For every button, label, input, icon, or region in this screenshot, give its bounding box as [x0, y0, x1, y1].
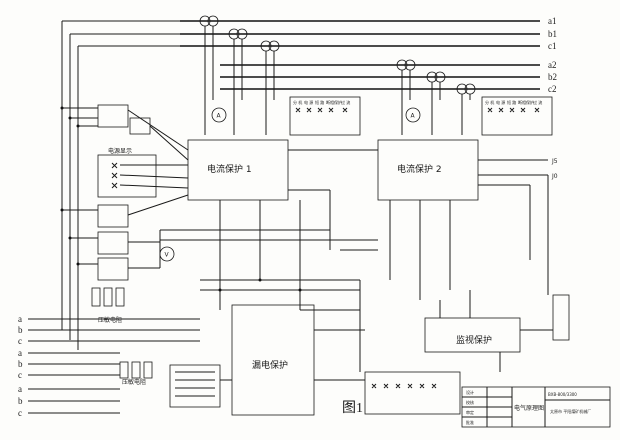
- title-block-approve: 批准: [466, 419, 474, 425]
- svg-text:过 流: 过 流: [533, 99, 542, 105]
- module-1-title: 电流保护 1: [207, 163, 252, 175]
- left-bottom-lines: [28, 318, 200, 414]
- top-bus-lines: [61, 20, 540, 350]
- bus-label-c1: c1: [548, 41, 557, 51]
- left-bus-labels: a b c a b c a b c: [18, 314, 23, 418]
- ammeter-1-icon: [211, 107, 227, 123]
- bottom-indicator-panel: [364, 371, 461, 415]
- bus-label-a2: a2: [548, 60, 557, 70]
- title-block-code: BXB-800/3300: [548, 392, 577, 397]
- svg-text:a: a: [18, 384, 22, 394]
- module-1-indicator-labels: 分 机 电 源 短 路 断相保护 过 流: [293, 99, 350, 105]
- terminal-j0: J0: [551, 173, 558, 180]
- svg-text:电 源: 电 源: [496, 99, 505, 105]
- svg-text:短 路: 短 路: [315, 99, 324, 105]
- svg-text:b: b: [18, 325, 23, 335]
- title-block-review: 审定: [466, 409, 474, 415]
- module-1-led-icons: [295, 107, 348, 113]
- terminal-j5: J5: [551, 158, 558, 165]
- ammeter-2-icon: [405, 107, 421, 123]
- svg-text:c: c: [18, 336, 22, 346]
- varistor-2: [119, 361, 153, 379]
- figure-label: 图1: [342, 401, 363, 416]
- svg-text:断相保护: 断相保护: [518, 99, 534, 105]
- current-protection-module-2: [377, 139, 479, 201]
- bus-label-b2: b2: [548, 72, 557, 82]
- module-2-indicator-panel: [481, 96, 553, 136]
- bottom-indicator-leds: [371, 383, 437, 389]
- voltage-display-title: 电源显示: [108, 147, 132, 155]
- monitor-protection-title: 监视保护: [456, 334, 492, 346]
- bus-label-a1: a1: [548, 16, 557, 26]
- svg-text:b: b: [18, 359, 23, 369]
- svg-text:过 流: 过 流: [341, 99, 350, 105]
- middle-wiring: [60, 106, 365, 381]
- module-2-indicator-labels: 分 机 电 源 短 路 断相保护 过 流: [485, 99, 542, 105]
- varistor-1: [91, 287, 125, 307]
- voltage-display-leds: [111, 162, 189, 189]
- title-block-drawing-name: 电气原理图: [514, 404, 544, 412]
- svg-text:分 机: 分 机: [485, 99, 494, 105]
- svg-text:电 源: 电 源: [304, 99, 313, 105]
- current-transformers: [199, 15, 476, 95]
- svg-text:分 机: 分 机: [293, 99, 302, 105]
- monitor-wiring: [439, 175, 570, 372]
- title-block: [461, 386, 611, 428]
- title-block-check: 校核: [466, 399, 474, 405]
- voltmeter-symbol: V: [165, 252, 170, 259]
- voltmeter-icon: [159, 246, 175, 262]
- svg-text:b: b: [18, 396, 23, 406]
- title-block-design: 设计: [466, 389, 474, 395]
- ammeter-2-symbol: A: [411, 113, 416, 120]
- voltage-display-block: [97, 154, 157, 198]
- monitor-protection-module: [424, 317, 521, 353]
- leakage-protection-title: 漏电保护: [252, 359, 288, 371]
- module-1-indicator-panel: [289, 96, 361, 136]
- module-2-title: 电流保护 2: [397, 163, 442, 175]
- module-2-led-icons: [487, 107, 540, 113]
- bus-label-c2: c2: [548, 84, 557, 94]
- svg-text:断相保护: 断相保护: [326, 99, 342, 105]
- left-input-section: [62, 104, 189, 281]
- leakage-protection-module: [231, 304, 315, 416]
- svg-text:c: c: [18, 370, 22, 380]
- varistor-1-label: 压敏电阻: [98, 316, 122, 324]
- title-block-company: 太原市 平阳煤矿机械厂: [550, 408, 591, 414]
- current-protection-module-1: [187, 139, 289, 201]
- svg-text:c: c: [18, 408, 22, 418]
- varistor-2-label: 压敏电阻: [122, 378, 146, 386]
- svg-text:短 路: 短 路: [507, 99, 516, 105]
- ct-secondary-wiring: [204, 26, 471, 135]
- bus-label-b1: b1: [548, 29, 557, 39]
- svg-text:a: a: [18, 314, 22, 324]
- svg-text:a: a: [18, 348, 22, 358]
- ammeter-1-symbol: A: [217, 113, 222, 120]
- leakage-resistor-bank: [169, 364, 232, 408]
- module-interconnects: [160, 149, 548, 310]
